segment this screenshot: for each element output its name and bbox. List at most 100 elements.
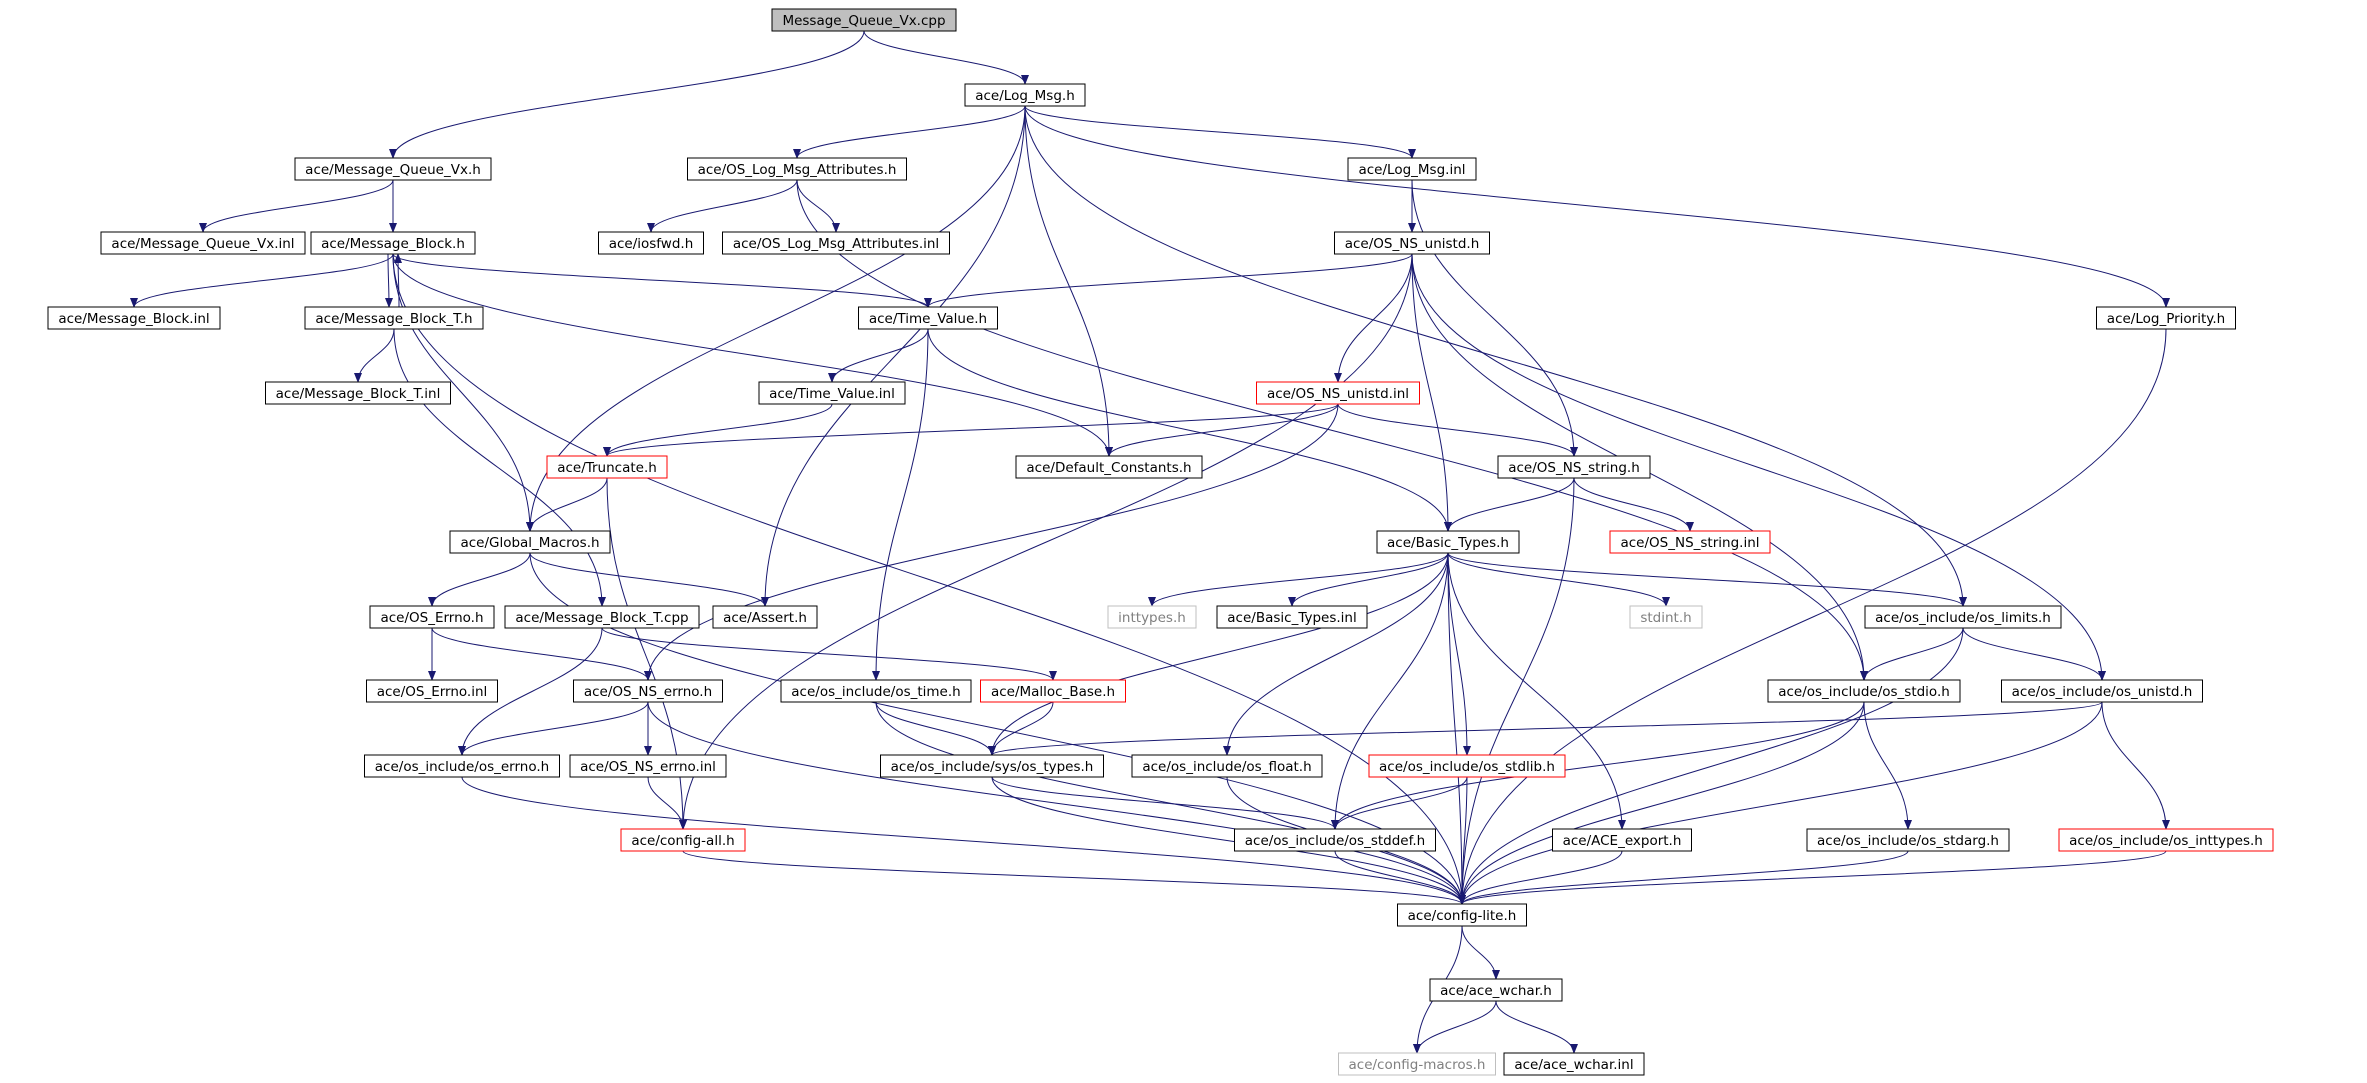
node-label: ace/os_include/os_stdarg.h	[1817, 833, 1999, 849]
node-label: ace/Default_Constants.h	[1026, 460, 1191, 476]
node-logprio-h[interactable]: ace/Log_Priority.h	[2096, 306, 2236, 330]
node-osnserrno-inl[interactable]: ace/OS_NS_errno.inl	[569, 754, 727, 778]
node-bt-inl[interactable]: ace/Basic_Types.inl	[1216, 605, 1368, 629]
node-label: ace/config-all.h	[631, 833, 734, 849]
node-aceexport-h[interactable]: ace/ACE_export.h	[1552, 828, 1692, 852]
node-box	[364, 754, 560, 778]
node-mbt-h[interactable]: ace/Message_Block_T.h	[304, 306, 484, 330]
node-label: ace/OS_Errno.h	[380, 610, 483, 626]
node-defc-h[interactable]: ace/Default_Constants.h	[1015, 455, 1203, 479]
node-box	[573, 679, 723, 703]
edge-osnss-h-to-bt-h	[1444, 477, 1575, 532]
node-mbt-cpp[interactable]: ace/Message_Block_T.cpp	[504, 605, 700, 629]
node-box	[964, 83, 1086, 107]
node-box	[1334, 231, 1490, 255]
node-label: ace/os_include/os_stddef.h	[1245, 833, 1425, 849]
node-osfloat-h[interactable]: ace/os_include/os_float.h	[1131, 754, 1323, 778]
node-box	[2058, 828, 2274, 852]
node-mb-h[interactable]: ace/Message_Block.h	[310, 231, 476, 255]
edge-logprio-h-to-configlite-h	[1458, 328, 2167, 905]
edge-oserrnoinc-h-to-configlite-h	[461, 776, 1466, 905]
node-box	[1609, 530, 1771, 554]
node-box	[1552, 828, 1692, 852]
node-box	[1015, 455, 1203, 479]
node-box	[1767, 679, 1961, 703]
edge-osnsu-h-to-tv-h	[924, 253, 1413, 308]
node-box	[1503, 1052, 1645, 1076]
edge-mqvx-cpp-to-mqvx-h	[389, 30, 865, 159]
node-oserrno-inl[interactable]: ace/OS_Errno.inl	[366, 679, 498, 703]
node-box	[980, 679, 1126, 703]
node-assert-h[interactable]: ace/Assert.h	[712, 605, 818, 629]
node-box	[1497, 455, 1651, 479]
node-osnserrno-h[interactable]: ace/OS_NS_errno.h	[573, 679, 723, 703]
node-label: Message_Queue_Vx.cpp	[782, 13, 945, 29]
node-osnss-inl[interactable]: ace/OS_NS_string.inl	[1609, 530, 1771, 554]
node-oslma-h[interactable]: ace/OS_Log_Msg_Attributes.h	[687, 157, 907, 181]
node-osstddef-h[interactable]: ace/os_include/os_stddef.h	[1234, 828, 1436, 852]
edge-mb-h-to-tv-h	[392, 253, 932, 308]
node-label: ace/Message_Block_T.inl	[276, 386, 441, 402]
node-box	[310, 231, 476, 255]
node-osstdlib-h[interactable]: ace/os_include/os_stdlib.h	[1368, 754, 1566, 778]
edge-mqvx-h-to-mqvx-inl	[199, 179, 394, 233]
edge-bt-h-to-osstddef-h	[1331, 552, 1449, 830]
node-oserrno-h[interactable]: ace/OS_Errno.h	[369, 605, 495, 629]
node-iosfwd-h[interactable]: ace/iosfwd.h	[598, 231, 704, 255]
node-configall-h[interactable]: ace/config-all.h	[620, 828, 746, 852]
node-acewchar-h[interactable]: ace/ace_wchar.h	[1429, 978, 1563, 1002]
node-mqvx-h[interactable]: ace/Message_Queue_Vx.h	[294, 157, 492, 181]
node-ostime-h[interactable]: ace/os_include/os_time.h	[780, 679, 972, 703]
edge-mb-h-to-mb-inl	[130, 253, 394, 308]
node-osnsu-h[interactable]: ace/OS_NS_unistd.h	[1334, 231, 1490, 255]
node-trunc-h[interactable]: ace/Truncate.h	[546, 455, 668, 479]
node-oslimits-h[interactable]: ace/os_include/os_limits.h	[1864, 605, 2062, 629]
edge-tv-h-to-bt-h	[927, 328, 1452, 532]
node-acewchar-inl[interactable]: ace/ace_wchar.inl	[1503, 1052, 1645, 1076]
node-osnsu-inl[interactable]: ace/OS_NS_unistd.inl	[1256, 381, 1420, 405]
node-box	[1629, 605, 1703, 629]
edge-oslimits-h-to-osunistd-h	[1962, 627, 2106, 681]
node-bt-h[interactable]: ace/Basic_Types.h	[1376, 530, 1520, 554]
node-box	[858, 306, 998, 330]
node-mbt-inl[interactable]: ace/Message_Block_T.inl	[265, 381, 451, 405]
node-label: ace/Assert.h	[723, 610, 807, 626]
node-osstdio-h[interactable]: ace/os_include/os_stdio.h	[1767, 679, 1961, 703]
node-osnss-h[interactable]: ace/OS_NS_string.h	[1497, 455, 1651, 479]
edge-log-msg-inl-to-osnss-h	[1411, 179, 1578, 457]
edge-log-msg-h-to-logprio-h	[1024, 105, 2170, 308]
node-box	[712, 605, 818, 629]
node-mallocb-h[interactable]: ace/Malloc_Base.h	[980, 679, 1126, 703]
node-tv-inl[interactable]: ace/Time_Value.inl	[758, 381, 906, 405]
node-box	[1107, 605, 1197, 629]
node-oserrnoinc-h[interactable]: ace/os_include/os_errno.h	[364, 754, 560, 778]
node-label: ace/ACE_export.h	[1563, 833, 1682, 849]
node-tv-h[interactable]: ace/Time_Value.h	[858, 306, 998, 330]
node-mqvx-inl[interactable]: ace/Message_Queue_Vx.inl	[100, 231, 306, 255]
edge-osinttypes-h-to-configlite-h	[1458, 850, 2167, 905]
node-box	[620, 828, 746, 852]
node-box	[47, 306, 221, 330]
node-label: ace/Time_Value.h	[869, 311, 987, 327]
edge-bt-h-to-stdint-h	[1447, 552, 1670, 607]
node-osunistd-h[interactable]: ace/os_include/os_unistd.h	[2001, 679, 2203, 703]
edge-osstddef-h-to-configlite-h	[1334, 850, 1466, 905]
edge-osstdlib-h-to-osstddef-h	[1331, 776, 1468, 830]
node-osstdarg-h[interactable]: ace/os_include/os_stdarg.h	[1806, 828, 2010, 852]
node-box	[1864, 605, 2062, 629]
node-oslma-inl[interactable]: ace/OS_Log_Msg_Attributes.inl	[722, 231, 950, 255]
node-label: ace/os_include/os_float.h	[1142, 759, 1311, 775]
node-systypes-h[interactable]: ace/os_include/sys/os_types.h	[880, 754, 1104, 778]
edge-osnsu-inl-to-trunc-h	[603, 403, 1339, 457]
node-mb-inl[interactable]: ace/Message_Block.inl	[47, 306, 221, 330]
node-label: ace/OS_Log_Msg_Attributes.h	[698, 162, 897, 178]
edge-bt-h-to-aceexport-h	[1447, 552, 1626, 830]
node-mqvx-cpp[interactable]: Message_Queue_Vx.cpp	[771, 8, 957, 32]
edge-oslimits-h-to-configlite-h	[1458, 627, 1964, 905]
node-configlite-h[interactable]: ace/config-lite.h	[1397, 903, 1527, 927]
node-log-msg-h[interactable]: ace/Log_Msg.h	[964, 83, 1086, 107]
node-gm-h[interactable]: ace/Global_Macros.h	[449, 530, 611, 554]
node-log-msg-inl[interactable]: ace/Log_Msg.inl	[1347, 157, 1477, 181]
node-label: stdint.h	[1640, 610, 1691, 626]
node-osinttypes-h[interactable]: ace/os_include/os_inttypes.h	[2058, 828, 2274, 852]
